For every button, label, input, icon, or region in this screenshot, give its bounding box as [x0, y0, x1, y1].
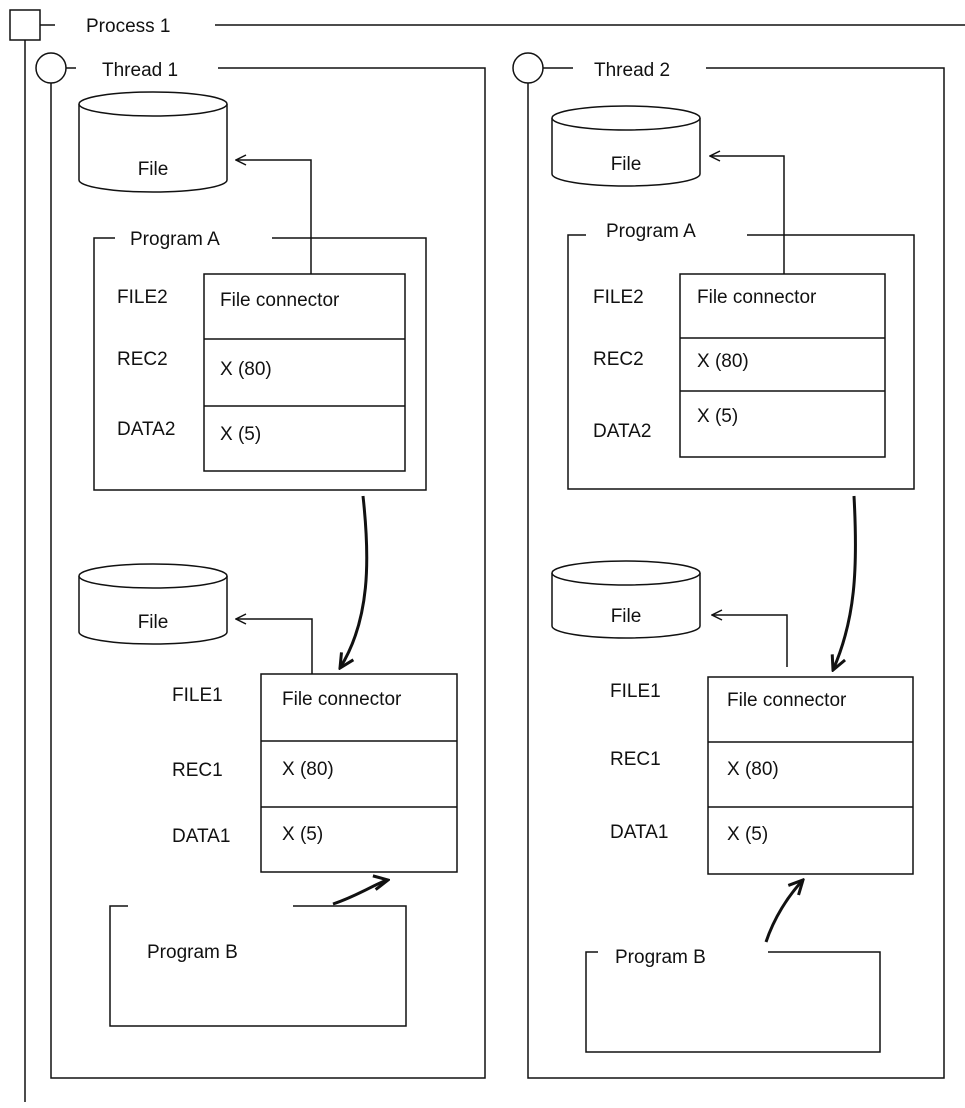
field-name: FILE2 [593, 287, 644, 308]
field-value: X (80) [697, 351, 749, 372]
program-b: Program B [109, 905, 407, 1027]
file-cylinder: File [78, 91, 228, 193]
thread-boundary [527, 67, 945, 1079]
field-value: X (5) [220, 424, 261, 445]
thread-icon [35, 52, 67, 84]
file-connector-block: FILE1 REC1 DATA1 File connector X (80) X… [610, 676, 914, 875]
connector-to-file-arrow [710, 156, 785, 274]
field-name: DATA1 [610, 822, 668, 843]
field-name: DATA1 [172, 826, 230, 847]
file-label: File [138, 159, 169, 180]
file-connector-block: FILE1 REC1 DATA1 File connector X (80) X… [172, 673, 458, 873]
thread-label: Thread 1 [102, 60, 178, 81]
process-1: Process 1 [9, 9, 965, 1102]
field-value: X (5) [282, 824, 323, 845]
field-value: X (5) [697, 406, 738, 427]
thread-1: Thread 1 File Program A FILE2 REC2 DATA2… [35, 52, 486, 1079]
field-value: X (5) [727, 824, 768, 845]
file-cylinder: File [78, 563, 228, 645]
file-label: File [138, 612, 169, 633]
field-value: X (80) [220, 359, 272, 380]
program-a-frame [567, 234, 915, 490]
thread-icon [512, 52, 544, 84]
record-table [679, 273, 886, 458]
link-arrow [332, 880, 388, 906]
program-a-label: Program A [130, 229, 220, 250]
program-a-label: Program A [606, 221, 696, 242]
program-b: Program B [585, 947, 881, 1053]
field-name: REC1 [610, 749, 661, 770]
file-cylinder: File [551, 560, 701, 639]
field-name: REC2 [117, 349, 168, 370]
program-b-label: Program B [615, 947, 706, 968]
field-value: X (80) [282, 759, 334, 780]
thread-label: Thread 2 [594, 60, 670, 81]
program-b-frame [585, 951, 881, 1053]
field-value: X (80) [727, 759, 779, 780]
file-label: File [611, 606, 642, 627]
process-icon [9, 9, 41, 41]
connector-to-file-arrow [236, 619, 313, 674]
field-name: REC1 [172, 760, 223, 781]
field-name: DATA2 [593, 421, 651, 442]
program-a: Program A FILE2 REC2 DATA2 File connecto… [567, 221, 915, 490]
file-label: File [611, 154, 642, 175]
process-label: Process 1 [86, 16, 170, 37]
field-value: File connector [697, 287, 817, 308]
field-name: FILE1 [610, 681, 661, 702]
link-arrow [833, 495, 857, 670]
field-name: REC2 [593, 349, 644, 370]
field-name: FILE2 [117, 287, 168, 308]
file-cylinder: File [551, 105, 701, 187]
thread-boundary [50, 67, 486, 1079]
link-arrow [340, 495, 369, 668]
record-table [203, 273, 406, 472]
field-value: File connector [727, 690, 847, 711]
program-a: Program A FILE2 REC2 DATA2 File connecto… [93, 229, 427, 491]
program-b-label: Program B [147, 942, 238, 963]
field-value: File connector [220, 290, 340, 311]
record-table [260, 673, 458, 873]
field-name: DATA2 [117, 419, 175, 440]
program-a-frame [93, 237, 427, 491]
connector-to-file-arrow [236, 160, 312, 274]
field-value: File connector [282, 689, 402, 710]
link-arrow [764, 880, 803, 943]
program-b-frame [109, 905, 407, 1027]
thread-2: Thread 2 File Program A FILE2 REC2 DATA2… [512, 52, 945, 1079]
field-name: FILE1 [172, 685, 223, 706]
connector-to-file-arrow [712, 615, 788, 667]
record-table [707, 676, 914, 875]
